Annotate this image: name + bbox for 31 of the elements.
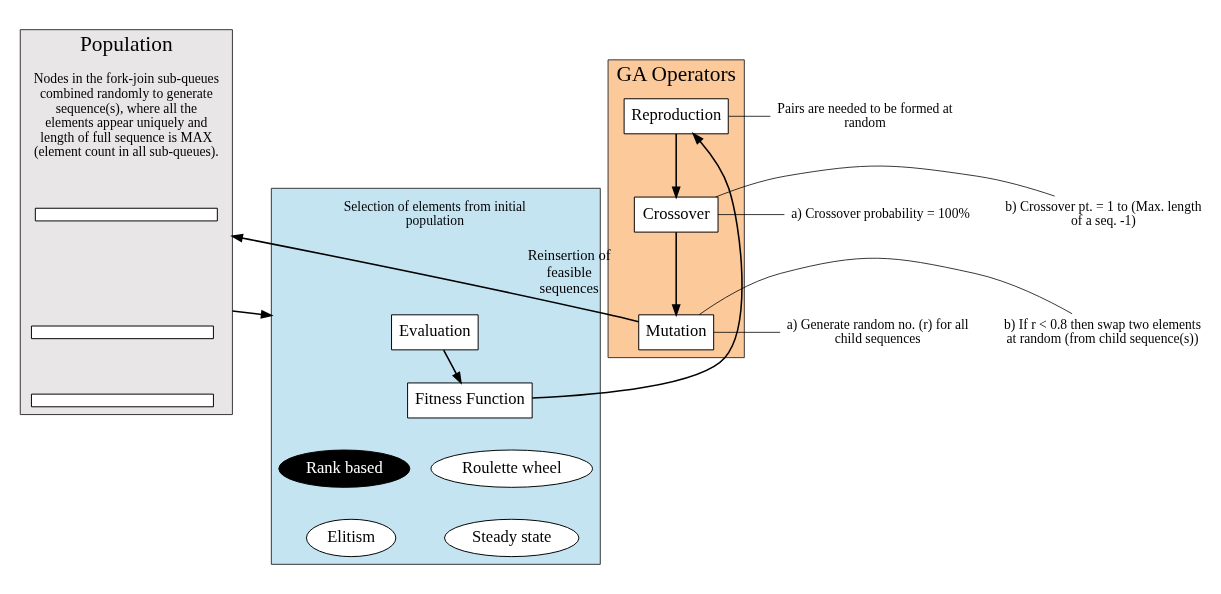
node-ellipse: Elitism: [305, 518, 397, 558]
arrow: [442, 349, 462, 385]
connector: [717, 214, 785, 215]
arrow: [531, 132, 743, 399]
cluster: [270, 187, 601, 565]
node-text: b) Crossover pt. = 1 to (Max. length of a seq. -1): [1005, 198, 1202, 229]
node-box: Mutation: [638, 314, 715, 351]
node-text: a) Crossover probability = 100%: [791, 206, 970, 222]
node-ellipse: Rank based: [278, 449, 411, 488]
node-box: Fitness Function: [407, 382, 533, 419]
node-bar: [34, 207, 218, 222]
node-bar: [30, 325, 214, 340]
node-text: b) If r < 0.8 then swap two elements at random (from child sequence(s)): [1003, 316, 1201, 347]
arrow: [230, 233, 640, 323]
arrow: [231, 309, 274, 319]
node-text: a) Generate random no. (r) for all child sequences: [786, 316, 969, 347]
node-text: Pairs are needed to be formed at random: [777, 100, 953, 131]
node-label: Nodes in the fork-join sub-queues combined randomly to generate sequence(s), where all the elements appear uniquely and length of full sequence is MAX (element count in all sub-queues).: [33, 71, 219, 160]
node-box: Evaluation: [391, 314, 479, 351]
node-label: Selection of elements from initial population: [343, 198, 526, 229]
node-bar: [30, 393, 214, 408]
node-ellipse: Steady state: [444, 518, 580, 558]
connector: [715, 165, 1056, 198]
arrow: [671, 133, 681, 200]
node-box: Crossover: [633, 196, 719, 233]
arrow: [671, 231, 681, 318]
node-ellipse: Roulette wheel: [430, 449, 593, 488]
node-box: Reproduction: [623, 98, 729, 135]
connector: [698, 257, 1073, 316]
connector: [728, 115, 771, 117]
connector: [713, 331, 781, 333]
